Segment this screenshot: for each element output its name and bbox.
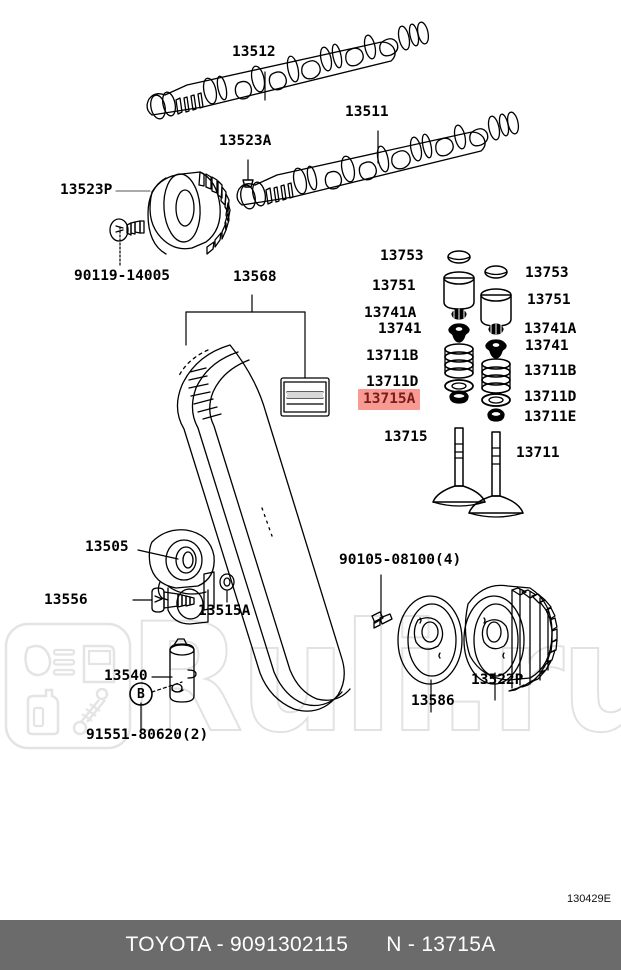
footer-node-reference: N - 13715A: [386, 933, 496, 956]
part-13523a: [242, 179, 254, 188]
footer-bar: TOYOTA - 9091302115 N - 13715A: [0, 920, 621, 970]
label-left-13741a[interactable]: 13741A: [364, 305, 417, 321]
part-13515a-dowel: [219, 573, 235, 591]
label-90105-08100[interactable]: 90105-08100(4): [339, 552, 462, 568]
label-right-13753[interactable]: 13753: [525, 265, 569, 281]
label-13523p[interactable]: 13523P: [60, 182, 113, 198]
label-13568[interactable]: 13568: [233, 269, 277, 285]
label-left-13711b[interactable]: 13711B: [366, 348, 419, 364]
part-13715-valve: [432, 427, 486, 507]
label-left-13715a-highlighted[interactable]: 13715A: [358, 389, 421, 410]
part-90105-bolt: [371, 611, 393, 629]
camshaft-13511: [236, 111, 520, 210]
label-right-13711b[interactable]: 13711B: [524, 363, 577, 379]
label-left-13741[interactable]: 13741: [378, 321, 422, 337]
label-13556[interactable]: 13556: [44, 592, 88, 608]
part-13711b-spring-left: [444, 343, 474, 379]
label-13515a[interactable]: 13515A: [198, 603, 251, 619]
label-13586[interactable]: 13586: [411, 693, 455, 709]
leader-lines: [115, 71, 496, 734]
label-13512[interactable]: 13512: [232, 44, 276, 60]
footer-brand-part-number: TOYOTA - 9091302115: [125, 933, 349, 956]
balloon-b-label: B: [137, 687, 145, 702]
label-13511[interactable]: 13511: [345, 104, 389, 120]
part-13711-valve: [468, 431, 524, 518]
part-90119-14005: [109, 218, 145, 242]
label-left-13711d[interactable]: 13711D: [366, 374, 419, 390]
label-right-13741[interactable]: 13741: [525, 338, 569, 354]
part-13522p-pulley: [463, 584, 558, 692]
valvetrain-left-column: [432, 250, 486, 507]
part-13523p: [147, 171, 231, 255]
part-13568-belt: [176, 344, 351, 712]
label-13505[interactable]: 13505: [85, 539, 129, 555]
part-13540-damper: [169, 638, 197, 703]
label-right-13711[interactable]: 13711: [516, 445, 560, 461]
label-91551-80620[interactable]: 91551-80620(2): [86, 727, 209, 743]
part-13556-bolt: [151, 587, 195, 613]
label-left-13753[interactable]: 13753: [380, 248, 424, 264]
part-13568-section: [280, 377, 330, 417]
part-13715a-seal: [449, 390, 469, 404]
exploded-parts-artwork: [109, 21, 558, 734]
valvetrain-right-column: [468, 265, 524, 518]
part-13586-plate: [397, 595, 463, 685]
label-right-13711d[interactable]: 13711D: [524, 389, 577, 405]
camshaft-13512: [146, 21, 430, 120]
label-right-13741a[interactable]: 13741A: [524, 321, 577, 337]
label-13523a[interactable]: 13523A: [219, 133, 272, 149]
label-13540[interactable]: 13540: [104, 668, 148, 684]
label-right-13711e[interactable]: 13711E: [524, 409, 577, 425]
label-left-13751[interactable]: 13751: [372, 278, 416, 294]
label-left-13715[interactable]: 13715: [384, 429, 428, 445]
part-13711b-spring-right: [481, 358, 511, 394]
label-right-13751[interactable]: 13751: [527, 292, 571, 308]
label-13522p[interactable]: 13522P: [471, 672, 524, 688]
diagram-code: 130429E: [566, 893, 611, 905]
part-13505-idler: [148, 529, 215, 625]
label-90119-14005[interactable]: 90119-14005: [74, 268, 171, 284]
